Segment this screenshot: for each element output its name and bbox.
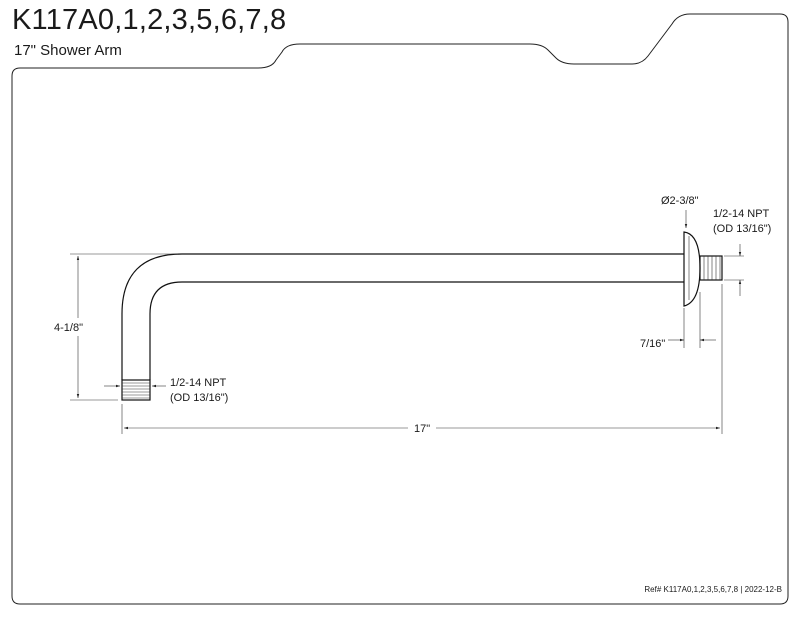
footer-ref: Ref# K117A0,1,2,3,5,6,7,8 | 2022-12-B (644, 585, 782, 594)
page-title: K117A0,1,2,3,5,6,7,8 (12, 4, 287, 36)
dim-flange-diameter: Ø2-3/8" (661, 195, 699, 228)
drawing-frame (11, 13, 789, 605)
flange (683, 231, 701, 307)
page-subtitle: 17" Shower Arm (14, 42, 122, 59)
dim-right-thread-od-label: (OD 13/16") (713, 223, 771, 235)
dim-flange-diameter-label: Ø2-3/8" (661, 195, 699, 207)
dim-left-thread: 1/2-14 NPT (OD 13/16") (104, 377, 228, 404)
dim-right-thread: 1/2-14 NPT (OD 13/16") (713, 208, 771, 296)
dim-left-thread-od-label: (OD 13/16") (170, 392, 228, 404)
bottom-thread (121, 379, 151, 401)
dim-length: 17" (121, 284, 723, 435)
dim-flange-depth: 7/16" (640, 292, 716, 350)
right-thread (699, 255, 723, 281)
dim-flange-depth-label: 7/16" (640, 338, 665, 350)
shower-arm-pipe (121, 253, 684, 380)
dim-height: 4-1/8" (54, 253, 178, 401)
dim-height-label: 4-1/8" (54, 322, 83, 334)
dim-left-thread-label: 1/2-14 NPT (170, 377, 227, 389)
dim-length-label: 17" (414, 423, 430, 435)
dim-right-thread-label: 1/2-14 NPT (713, 208, 770, 220)
